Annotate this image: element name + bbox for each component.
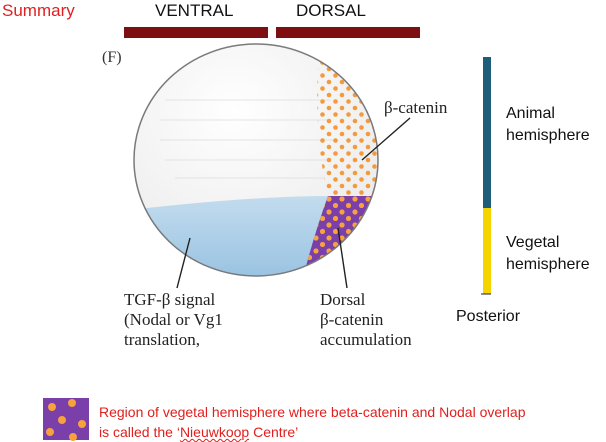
tgf-line-2: (Nodal or Vg1 <box>124 310 223 329</box>
dorsal-accumulation-label: Dorsal β-catenin accumulation <box>320 290 412 350</box>
dorsal-bar <box>276 27 420 38</box>
dorsal-label: DORSAL <box>296 1 366 20</box>
dorsal-line-1: Dorsal <box>320 290 366 309</box>
animal-line-2: hemisphere <box>506 127 590 144</box>
tgf-pointer <box>176 237 191 289</box>
dorsal-line-3: accumulation <box>320 330 412 349</box>
embryo-outline <box>133 43 379 277</box>
note-nieuwkoop-term: Nieuwkoop <box>179 424 250 440</box>
tgf-line-4: processing <box>124 350 223 352</box>
ventral-label: VENTRAL <box>155 1 234 20</box>
vegetal-line-2: hemisphere <box>506 256 590 273</box>
beta-catenin-dots <box>317 44 378 196</box>
animal-line-1: Animal <box>506 105 555 122</box>
vegetal-hemisphere-bar <box>483 208 491 294</box>
tgf-line-1: TGF-β signal <box>124 290 216 309</box>
beta-catenin-label: β-catenin <box>384 98 448 117</box>
nieuwkoop-note: Region of vegetal hemisphere where beta-… <box>99 402 539 442</box>
panel-letter: (F) <box>102 49 122 66</box>
vegetal-line-1: Vegetal <box>506 234 560 251</box>
dorsal-pointer <box>337 227 348 289</box>
posterior-label: Posterior <box>456 308 521 325</box>
ventral-bar <box>124 27 268 38</box>
animal-hemisphere-bar <box>483 57 491 209</box>
note-text-before: Region of vegetal hemisphere where beta-… <box>99 404 526 440</box>
tgf-label: TGF-β signal (Nodal or Vg1 translation, … <box>124 290 223 352</box>
tgf-line-3: translation, <box>124 330 201 349</box>
animal-hemisphere-label: Animal hemisphere <box>506 103 590 147</box>
dorsal-line-2: β-catenin <box>320 310 384 329</box>
note-text-after: Centre’ <box>249 424 299 440</box>
vegetal-hemisphere-label: Vegetal hemisphere <box>506 232 590 276</box>
beta-catenin-pointer <box>361 117 411 161</box>
summary-title: Summary <box>2 1 75 20</box>
